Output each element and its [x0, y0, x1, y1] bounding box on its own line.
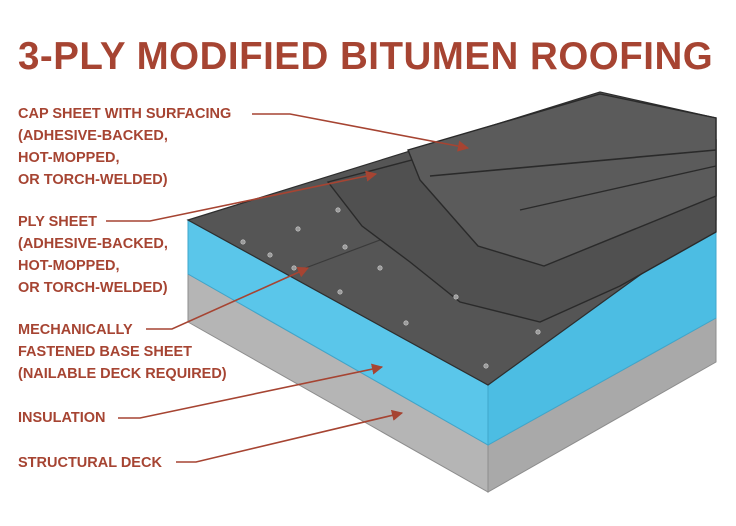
page-title: 3-PLY MODIFIED BITUMEN ROOFING [18, 35, 714, 78]
label-base-sheet: MECHANICALLY FASTENED BASE SHEET (NAILAB… [18, 322, 227, 382]
fastener [535, 329, 541, 335]
cap-sheet-surface [407, 93, 717, 267]
fasteners [240, 207, 541, 369]
label-line: OR TORCH-WELDED) [18, 280, 168, 296]
label-line: MECHANICALLY [18, 322, 133, 338]
label-line: FASTENED BASE SHEET [18, 344, 192, 360]
label-line: HOT-MOPPED, [18, 150, 120, 166]
label-line: STRUCTURAL DECK [18, 455, 162, 471]
fastener [377, 265, 383, 271]
cap-sheet-seam [429, 149, 717, 177]
label-line: (ADHESIVE-BACKED, [18, 128, 168, 144]
arrow-ply-sheet [106, 170, 378, 222]
fastener [337, 289, 343, 295]
fastener [335, 207, 341, 213]
fastener [403, 320, 409, 326]
label-line: HOT-MOPPED, [18, 258, 120, 274]
arrow-base-sheet [146, 267, 310, 330]
label-cap-sheet: CAP SHEET WITH SURFACING (ADHESIVE-BACKE… [18, 106, 235, 188]
fastener [483, 363, 489, 369]
label-line: (ADHESIVE-BACKED, [18, 236, 168, 252]
label-line: PLY SHEET [18, 214, 97, 230]
label-line: OR TORCH-WELDED) [18, 172, 168, 188]
cap-sheet-seam-lower [519, 165, 717, 211]
fastener [342, 244, 348, 250]
roof-assembly [186, 91, 717, 493]
leader-arrows [106, 113, 470, 463]
arrow-insulation [118, 363, 384, 419]
fastener [267, 252, 273, 258]
label-line: INSULATION [18, 410, 106, 426]
arrow-structural-deck [176, 409, 404, 463]
label-structural-deck: STRUCTURAL DECK [18, 455, 162, 471]
fastener [291, 265, 297, 271]
arrow-cap-sheet [252, 113, 470, 152]
label-ply-sheet: PLY SHEET (ADHESIVE-BACKED, HOT-MOPPED, … [18, 214, 172, 296]
label-line: (NAILABLE DECK REQUIRED) [18, 366, 227, 382]
callout-labels: CAP SHEET WITH SURFACING (ADHESIVE-BACKE… [18, 106, 235, 471]
label-line: CAP SHEET WITH SURFACING [18, 106, 231, 122]
fastener [240, 239, 246, 245]
fastener [453, 294, 459, 300]
fastener [295, 226, 301, 232]
label-insulation: INSULATION [18, 410, 106, 426]
